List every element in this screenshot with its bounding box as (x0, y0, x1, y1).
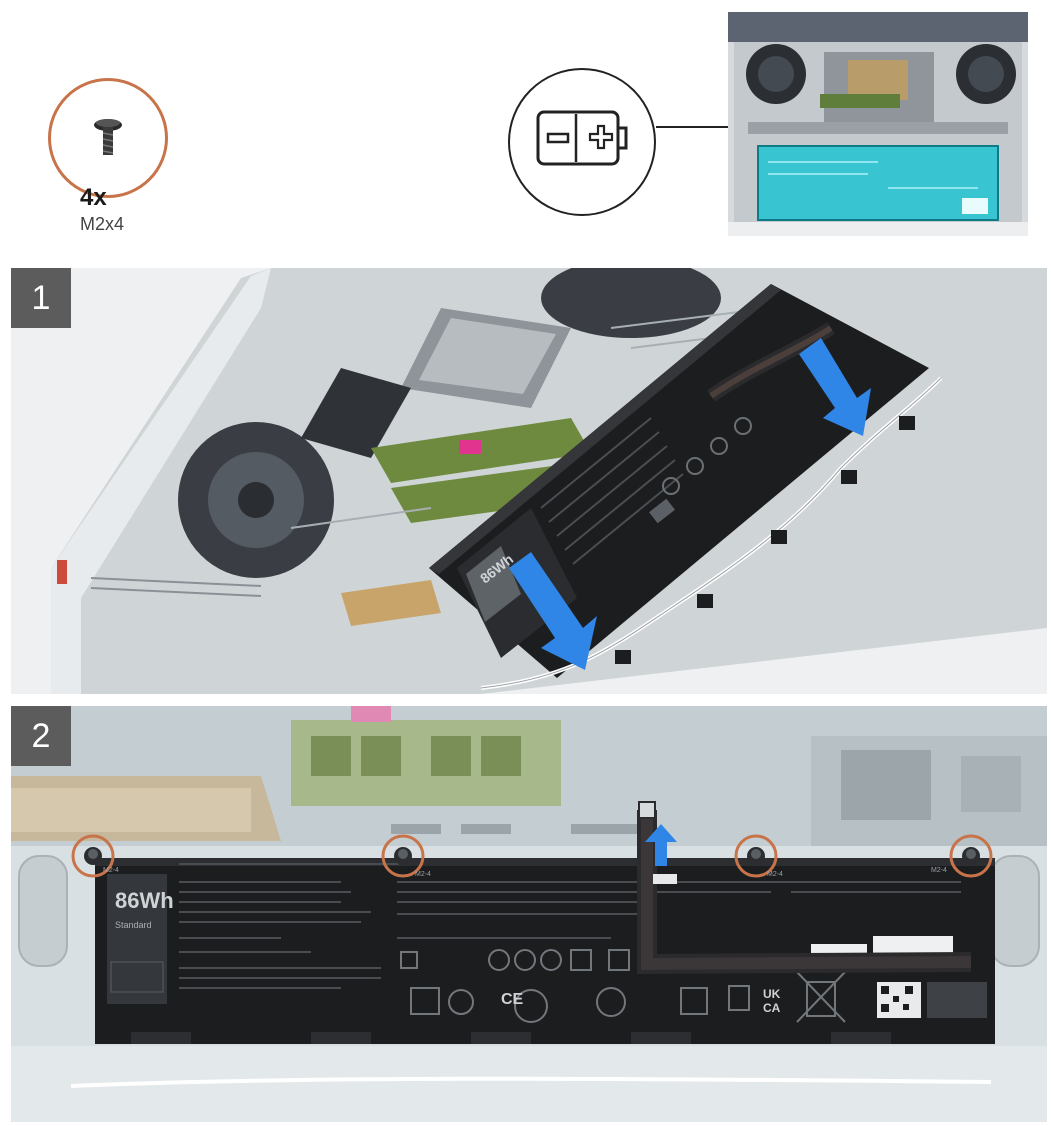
screw-label-3: M2-4 (767, 871, 783, 878)
screw-label-4: M2-4 (931, 867, 947, 874)
battery-capacity: 86Wh (115, 888, 174, 913)
ce-mark: CE (501, 991, 524, 1008)
step-2-badge: 2 (11, 706, 71, 766)
battery-symbol-callout (508, 68, 656, 216)
screw-callout-ring (48, 78, 168, 198)
screw-icon (51, 81, 165, 195)
step-1-panel: 86Wh (11, 268, 1047, 694)
screw-label-2: M2-4 (415, 871, 431, 878)
step-1-badge: 1 (11, 268, 71, 328)
step-2-panel: 86Wh Standard (11, 706, 1047, 1122)
laptop-overview-image (728, 12, 1028, 236)
screw-quantity: 4x (80, 184, 107, 212)
step-1-illustration: 86Wh (11, 268, 1047, 694)
ca-mark: CA (763, 1001, 781, 1015)
battery-type-label: Standard (115, 920, 152, 930)
step-2-illustration: 86Wh Standard (11, 706, 1047, 1122)
screw-label-1: M2-4 (103, 867, 119, 874)
screw-size: M2x4 (80, 214, 124, 235)
battery-icon (510, 70, 654, 214)
uk-mark: UK (763, 987, 781, 1001)
battery-step2: 86Wh Standard (95, 858, 995, 1044)
